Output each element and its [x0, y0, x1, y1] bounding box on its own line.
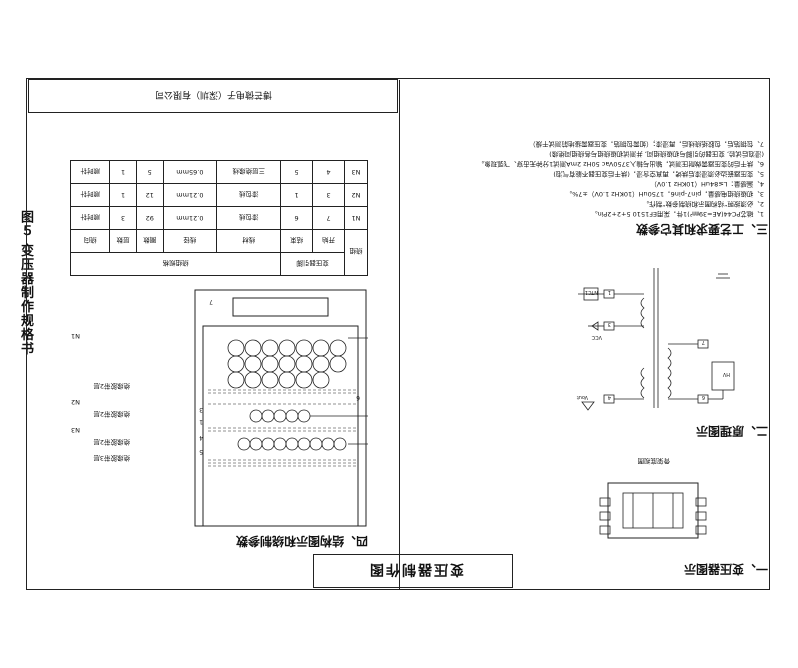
note-6b: (浸泡后试验, 变压器的引脚与初级绕组间, 并测试初级绕组与各绕组间绝缘): [549, 150, 764, 158]
cell: 1: [109, 160, 137, 184]
struct-pin-1: 1: [199, 418, 203, 425]
cell: 0.65mm: [163, 160, 217, 184]
pin-label-7: 7: [702, 339, 705, 345]
table-row: N3 4 5 三层绝缘线 0.65mm 5 1 顺时针: [70, 160, 368, 184]
note-2: 2、必须按照“结构图示和绕制参数”制作。: [642, 200, 764, 208]
cell: 92: [136, 206, 164, 230]
company-name: 博芒微电子（深圳）有限公司: [154, 89, 272, 99]
pin-label-1: 1: [608, 289, 611, 295]
note-1: 1、磁芯PC44(AE=39㎜²)1件，采用EF1510 5+2+2Pin。: [591, 210, 764, 218]
cell: 5: [280, 160, 313, 184]
note-3: 3、初级绕组电感量，pin7-pin6，1750uH（10KHz 1.0V）±7…: [565, 190, 764, 198]
center-divider: [399, 80, 400, 590]
bobbin-diagram: [599, 482, 707, 539]
figure-caption: 图５ 变压器制作规格书: [18, 210, 33, 356]
cell: 7: [312, 206, 345, 230]
cell: 4: [312, 160, 345, 184]
section-3-heading: 三、工艺要求和其它参数: [635, 222, 768, 236]
cell: 三层绝缘线: [216, 160, 281, 184]
th-params: 绕组规格: [70, 252, 281, 276]
cell: 0.21mm: [163, 206, 217, 230]
cell: 漆包线: [216, 206, 281, 230]
cell: 顺时针: [70, 206, 110, 230]
cell: 3: [312, 183, 345, 207]
cell: 1: [280, 183, 313, 207]
cell: N2: [344, 183, 368, 207]
vcc-label: VCC: [591, 334, 602, 340]
th-pins: 变压器引脚: [280, 252, 345, 276]
note-6: 6、烘干后的变压器需做耐压测试，输出与输入3750Vac 50Hz 2mA测试1…: [477, 160, 764, 168]
th-wire: 线材: [216, 229, 281, 253]
pin-label-4: 4: [608, 394, 611, 400]
leader-n3: N3: [71, 426, 80, 434]
struct-pin-4: 4: [199, 434, 203, 441]
th-dir: 绕向: [70, 229, 110, 253]
title-text: 变压器制作图: [368, 561, 464, 577]
tape-label-4: 绝缘胶带3层: [93, 454, 130, 462]
tape-label-2: 绝缘胶带2层: [93, 410, 130, 418]
th-turns: 圈数: [136, 229, 164, 253]
struct-pin-3: 3: [199, 406, 203, 413]
cell: 6: [280, 206, 313, 230]
cell: N3: [344, 160, 368, 184]
cell: 顺时针: [70, 183, 110, 207]
winding-structure-svg: 7 6 3 1 4 5: [194, 289, 388, 527]
title-box: 变压器制作图: [313, 554, 513, 588]
table-row: N1 7 6 漆包线 0.21mm 92 3 顺时针: [70, 206, 368, 230]
hv-label: HV: [722, 371, 730, 377]
cell: 3: [109, 206, 137, 230]
struct-pin-6: 6: [356, 394, 360, 401]
schematic-diagram: HV VCC Vout NTC1 6 7 4 3 1: [577, 268, 735, 411]
th-layers: 层数: [109, 229, 137, 253]
winding-table: 绕组 变压器引脚 绕组规格 开始 结束 线材 线径 圈数 层数 绕向 N1 7 …: [70, 160, 368, 276]
th-group: 绕组: [344, 229, 368, 276]
cell: 0.21mm: [163, 183, 217, 207]
section-4-heading: 四、结构图示和绕制参数: [235, 534, 368, 548]
leader-n1: N1: [71, 332, 80, 340]
note-7: 7、包铜箔后，包胶纸绕线后，再浸漆；（如需包铜箔，变压器需接地前测试干燥）: [529, 140, 764, 148]
pin-label-3: 3: [608, 321, 611, 327]
pin-label-6: 6: [702, 394, 705, 400]
note-5: 5、变压器嵌边必须浸漆后烘烤，再真空含浸，(烘干后变压器不能有气泡): [553, 170, 764, 178]
tape-label-1: 绝缘胶带2层: [93, 382, 130, 390]
cell: 12: [136, 183, 164, 207]
cell: 5: [136, 160, 164, 184]
cell: 1: [109, 183, 137, 207]
struct-pin-7: 7: [209, 298, 213, 305]
struct-pin-5: 5: [199, 448, 203, 455]
bobbin-caption: 骨架底视图: [637, 457, 671, 465]
section-2-heading: 二、原理图示: [695, 424, 768, 438]
th-end: 结束: [280, 229, 313, 253]
note-4: 4、漏感量：L≤84uH（10KHz 1.0V）: [650, 180, 764, 188]
ntc-label: NTC1: [585, 289, 598, 295]
tape-label-3: 绝缘胶带2层: [93, 438, 130, 446]
th-start: 开始: [312, 229, 345, 253]
cell: 顺时针: [70, 160, 110, 184]
leader-n2: N2: [71, 398, 80, 406]
cell: N1: [344, 206, 368, 230]
section-1-heading: 一、变压器图示: [683, 562, 768, 576]
winding-structure: 7 6 3 1 4 5: [193, 288, 388, 528]
th-dia: 线径: [163, 229, 217, 253]
table-row: N2 3 1 漆包线 0.21mm 12 1 顺时针: [70, 183, 368, 207]
vout-label: Vout: [577, 394, 588, 400]
cell: 漆包线: [216, 183, 281, 207]
company-box: 博芒微电子（深圳）有限公司: [28, 79, 398, 113]
